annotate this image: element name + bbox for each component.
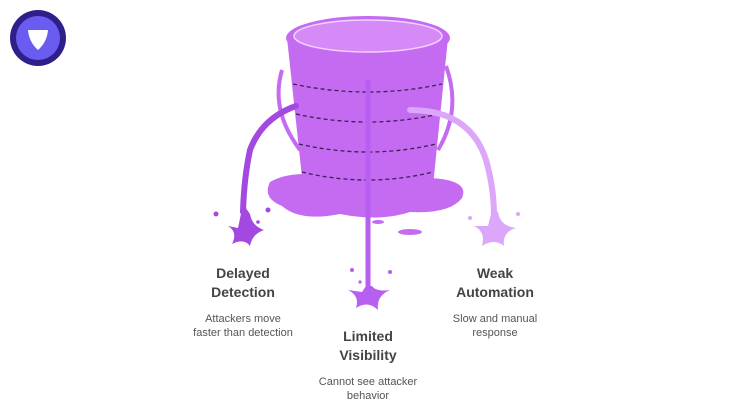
leak-description: Cannot see attacker behavior: [293, 375, 443, 403]
leak-title: Limited Visibility: [293, 327, 443, 365]
desc-line: Attackers move: [205, 313, 281, 325]
splash-center: [348, 286, 390, 310]
leak-label-delayed-detection: Delayed Detection Attackers move faster …: [168, 264, 318, 340]
title-line: Visibility: [339, 347, 397, 363]
title-line: Limited: [343, 328, 393, 344]
puddle-drop: [372, 220, 384, 224]
leak-description: Attackers move faster than detection: [168, 312, 318, 340]
splash-right: [474, 210, 516, 246]
desc-line: response: [472, 327, 518, 339]
leak-title: Delayed Detection: [168, 264, 318, 302]
leak-stream-left: [240, 103, 299, 215]
title-line: Automation: [456, 284, 534, 300]
leak-description: Slow and manual response: [420, 312, 570, 340]
desc-line: Slow and manual: [452, 313, 538, 325]
bucket-rim-inner: [294, 20, 442, 52]
desc-line: Cannot see attacker: [318, 376, 418, 388]
title-line: Weak: [476, 265, 514, 281]
desc-line: behavior: [346, 390, 390, 402]
title-line: Delayed: [216, 265, 270, 281]
leak-label-limited-visibility: Limited Visibility Cannot see attacker b…: [293, 327, 443, 403]
bucket-handle: [436, 65, 455, 152]
leak-label-weak-automation: Weak Automation Slow and manual response: [420, 264, 570, 340]
splash-left: [228, 204, 264, 246]
shield-v-logo-icon: [10, 10, 66, 66]
title-line: Detection: [211, 284, 275, 300]
puddle-drop: [398, 229, 422, 235]
leak-stream-right: [407, 107, 497, 219]
desc-line: faster than detection: [193, 327, 293, 339]
leak-title: Weak Automation: [420, 264, 570, 302]
